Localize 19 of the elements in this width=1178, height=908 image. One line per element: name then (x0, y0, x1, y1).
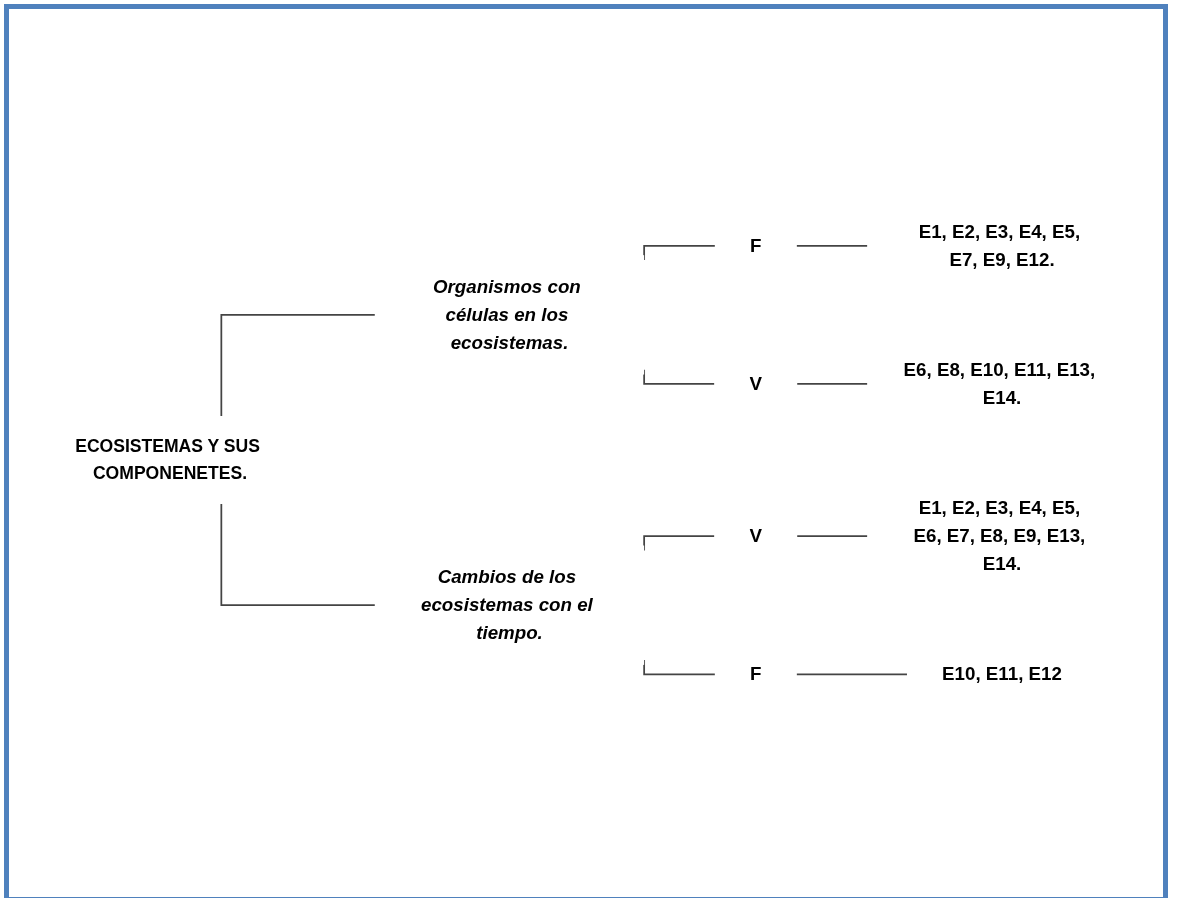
connector (795, 673, 908, 676)
node-text: E10, E11, E12 (942, 663, 1062, 684)
connector (796, 535, 869, 537)
connector (220, 503, 376, 607)
node-text: Cambios de los ecosistemas con el tiempo. (421, 566, 593, 643)
connector (796, 383, 869, 385)
node-text: E6, E8, E10, E11, E13, E14. (903, 359, 1096, 408)
connector (220, 313, 376, 417)
node-text: F (750, 235, 762, 256)
node-text: ECOSISTEMAS Y SUS COMPONENETES. (75, 436, 260, 483)
node-text: F (750, 663, 762, 684)
node-text: V (749, 525, 762, 546)
connector (643, 659, 716, 676)
page-border: ECOSISTEMAS Y SUS COMPONENETES. Organismos con células en los ecosistemas. F E1, E2, E3, E4, E5, E7, E9, E12. V E6, E8, E10, E11, E13, E14. Cambios de los ecosistemas con el tiempo. V E1, E2, E3, E4, E5, E6, E7, E8, E9, E13, E14. F E10, E11, E12 (4, 4, 1168, 898)
node-text: E1, E2, E3, E4, E5, E7, E9, E12. (918, 221, 1081, 270)
node-text: E1, E2, E3, E4, E5, E6, E7, E8, E9, E13, E14. (913, 497, 1086, 574)
node-text: V (749, 373, 762, 394)
connector (795, 244, 869, 247)
node-text: Organismos con células en los ecosistemas. (432, 276, 581, 353)
